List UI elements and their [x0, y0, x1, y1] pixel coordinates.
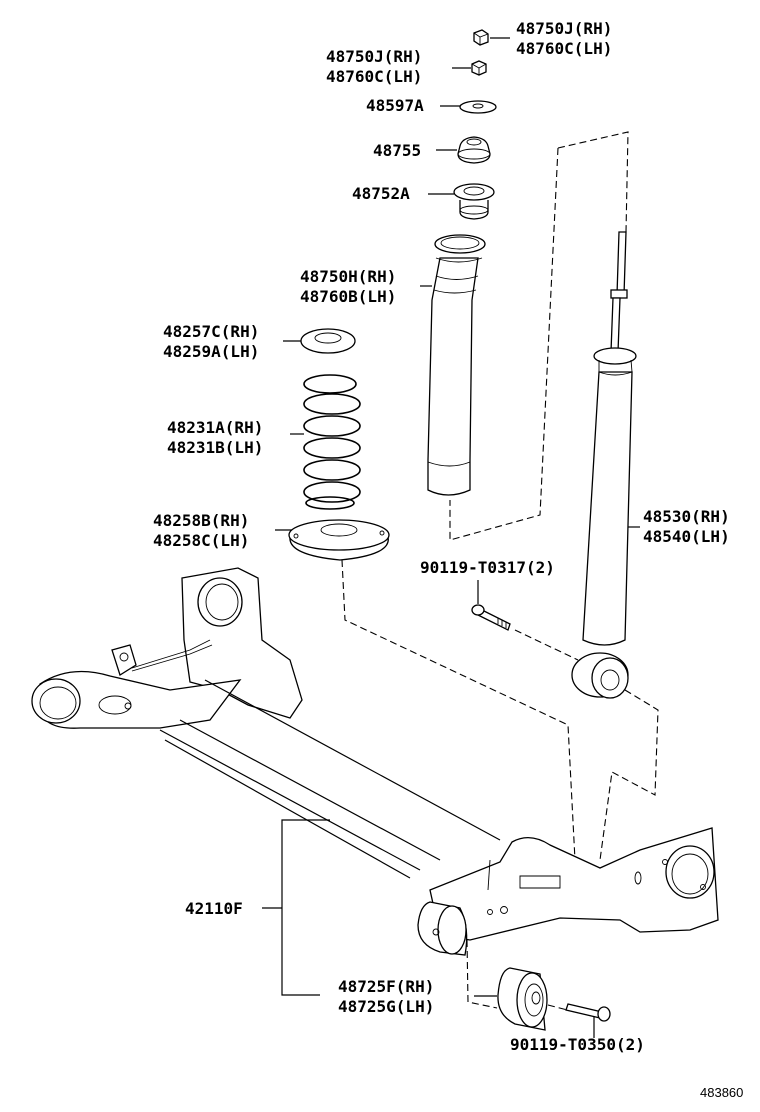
cushion-lower-icon [453, 183, 495, 220]
callout-48760C-upper[interactable]: 48760C(LH) [516, 39, 612, 58]
callout-48755[interactable]: 48755 [373, 141, 421, 160]
axle-beam-icon [31, 567, 719, 956]
callout-90119-T0317[interactable]: 90119-T0317(2) [420, 558, 555, 577]
callout-48725G[interactable]: 48725G(LH) [338, 997, 434, 1016]
nut-upper-icon [473, 29, 489, 46]
coil-spring-icon [303, 374, 361, 510]
callout-48540[interactable]: 48540(LH) [643, 527, 730, 546]
callout-48231A[interactable]: 48231A(RH) [167, 418, 263, 437]
axle-bushing-icon [497, 967, 548, 1031]
callout-48750J-upper[interactable]: 48750J(RH) [516, 19, 612, 38]
cushion-upper-icon [457, 136, 491, 164]
callout-48760C-lower[interactable]: 48760C(LH) [326, 67, 422, 86]
callout-48725F[interactable]: 48725F(RH) [338, 977, 434, 996]
callout-42110F[interactable]: 42110F [185, 899, 243, 918]
callout-48258C[interactable]: 48258C(LH) [153, 531, 249, 550]
callout-48752A[interactable]: 48752A [352, 184, 410, 203]
callout-48760B[interactable]: 48760B(LH) [300, 287, 396, 306]
shock-bolt-icon [471, 604, 511, 631]
nut-lower-icon [471, 60, 487, 76]
spring-insulator-lower-icon [288, 519, 390, 561]
callout-48257C[interactable]: 48257C(RH) [163, 322, 259, 341]
spring-insulator-upper-icon [300, 328, 356, 354]
diagram-reference-number: 483860 [700, 1085, 743, 1100]
callout-48258B[interactable]: 48258B(RH) [153, 511, 249, 530]
washer-icon [459, 100, 497, 114]
part-callouts: 48750J(RH) 48760C(LH) 48750J(RH) 48760C(… [153, 19, 730, 1054]
callout-48597A[interactable]: 48597A [366, 96, 424, 115]
callout-48750H[interactable]: 48750H(RH) [300, 267, 396, 286]
callout-48231B[interactable]: 48231B(LH) [167, 438, 263, 457]
shock-absorber-icon [571, 231, 637, 699]
callout-90119-T0350[interactable]: 90119-T0350(2) [510, 1035, 645, 1054]
bumper-boot-icon [427, 234, 486, 496]
callout-48259A[interactable]: 48259A(LH) [163, 342, 259, 361]
bushing-bolt-icon [565, 1003, 611, 1022]
callout-48530[interactable]: 48530(RH) [643, 507, 730, 526]
callout-48750J-lower[interactable]: 48750J(RH) [326, 47, 422, 66]
